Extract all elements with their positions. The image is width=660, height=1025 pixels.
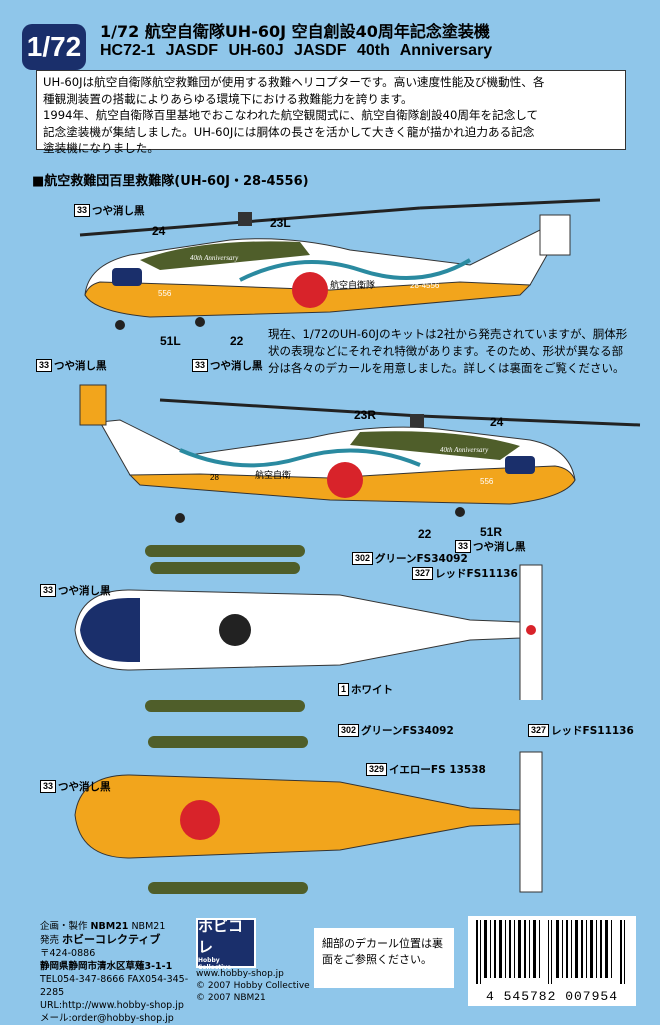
sales-label: 発売: [40, 935, 60, 946]
sales-name: ホビーコレクティブ: [62, 933, 161, 946]
title-english: HC72-1 JASDF UH-60J JASDF 40th Anniversa…: [100, 42, 493, 59]
intro-line: 記念塗装機が集結しました。UH-60Jには胴体の長さを活かして大きく龍が描かれ迫…: [43, 124, 535, 139]
plan-brand: NBM21: [90, 921, 129, 932]
decal-label: 24: [152, 224, 166, 238]
jasdf-kanji-text: 航空自衛隊: [330, 279, 375, 291]
nose-number: 556: [158, 289, 172, 298]
helicopter-top-view: [74, 545, 543, 700]
anniversary-text: 40th Anniversary: [440, 446, 489, 454]
barcode-bars: [476, 920, 625, 984]
tel: TEL054-347-8666: [40, 974, 125, 985]
barcode-number: 4 545782 007954: [485, 989, 619, 1004]
intro-box: UH-60Jは航空自衛隊航空救難団が使用する救難ヘリコプターです。高い速度性能及…: [36, 70, 626, 155]
decal-label: 51R: [480, 525, 503, 539]
intro-line: UH-60Jは航空自衛隊航空救難団が使用する救難ヘリコプターです。高い速度性能及…: [43, 75, 545, 89]
intro-line: 種観測装置の搭載によりあらゆる環境下における救難能力を誇ります。: [43, 91, 413, 106]
scale-badge: 1/72: [22, 24, 86, 70]
decal-label: 51L: [160, 334, 181, 348]
decal-detail-note: 細部のデカール位置は裏面をご参照ください。: [314, 928, 454, 988]
decal-label: 23R: [354, 408, 377, 422]
section-title: ■航空救難団百里救難隊(UH-60J・28-4556): [32, 174, 309, 189]
nose-number: 556: [480, 477, 494, 486]
title-japanese: 1/72 航空自衛隊UH-60J 空自創設40周年記念塗装機: [100, 22, 490, 41]
helicopter-right-view: 40th Anniversary 航空自衛 28 556: [79, 384, 641, 523]
decal-label: 22: [230, 334, 244, 348]
decal-label: 24: [490, 415, 504, 429]
url: URL:http://www.hobby-shop.jp: [40, 1000, 184, 1011]
fax: FAX054-345-2285: [40, 974, 189, 998]
intro-line: 塗装機になりました。: [43, 141, 159, 155]
helicopter-bottom-view: [74, 700, 543, 894]
copyright: www.hobby-shop.jp © 2007 Hobby Collectiv…: [196, 969, 310, 1003]
decal-label: 22: [418, 527, 432, 541]
intro-line: 1994年、航空自衛隊百里基地でおこなわれた航空観閲式に、航空自衛隊創設40周年…: [43, 108, 539, 122]
postal-code: 〒424-0886: [40, 948, 96, 959]
serial-text: 28: [210, 473, 219, 482]
plan-name: NBM21: [131, 921, 166, 932]
jasdf-kanji-text: 航空自衛: [255, 469, 291, 481]
publisher-info: 企画・製作 NBM21 NBM21 発売 ホビーコレクティブ 〒424-0886…: [40, 920, 190, 1025]
barcode: 4 545782 007954: [468, 916, 636, 1006]
mail: メール:order@hobby-shop.jp: [40, 1013, 174, 1024]
kit-note: 現在、1/72のUH-60Jのキットは2社から発売されていますが、胴体形状の表現…: [268, 327, 628, 375]
decal-label: 23L: [270, 216, 291, 230]
anniversary-text: 40th Anniversary: [190, 254, 239, 262]
address: 静岡県静岡市清水区草薙3-1-1: [40, 961, 173, 972]
serial-text: 28-4556: [410, 281, 440, 290]
hobby-collective-logo: ホビコレ Hobby Collective: [196, 917, 256, 971]
plan-label: 企画・製作: [40, 921, 88, 932]
helicopter-left-view: 40th Anniversary 航空自衛隊 28-4556 556: [79, 198, 601, 330]
